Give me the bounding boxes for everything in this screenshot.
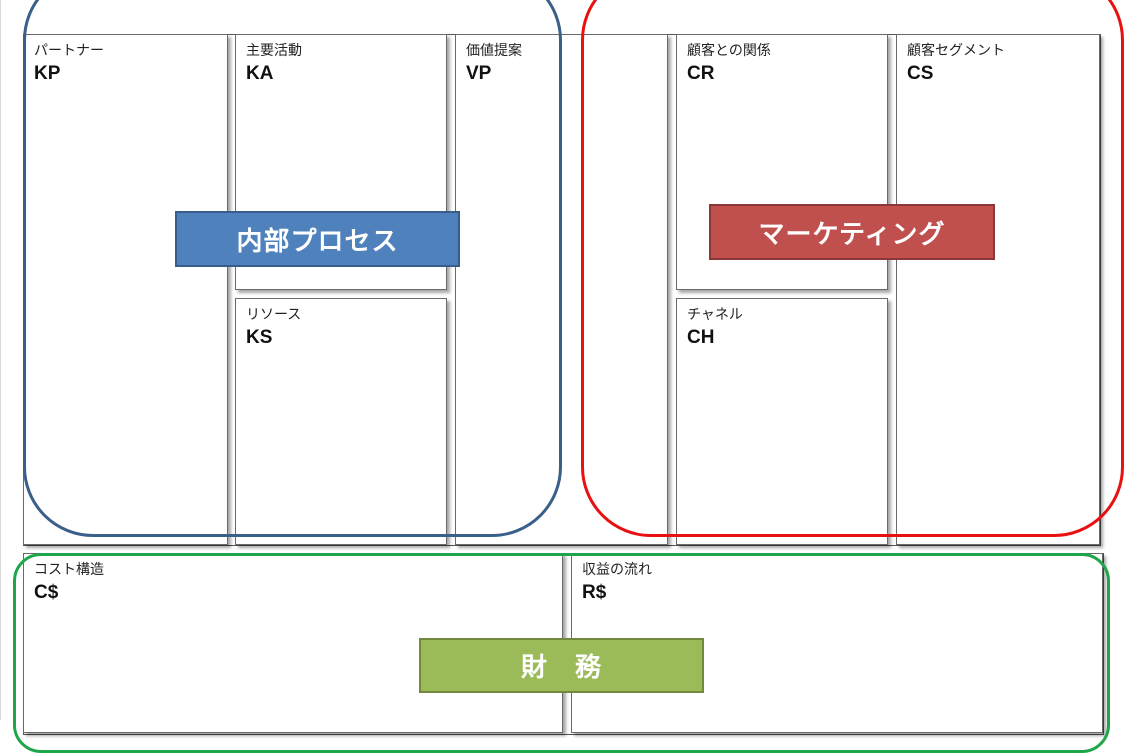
finance-label[interactable]: 財 務 (419, 638, 704, 693)
block-label: コスト構造 (34, 562, 104, 578)
block-label: パートナー (34, 43, 104, 59)
block-label: 顧客との関係 (687, 43, 771, 59)
page-left-rule (0, 0, 1, 720)
block-value-proposition[interactable]: 価値提案 VP (455, 34, 668, 545)
block-code: CS (907, 63, 934, 84)
block-code: KA (246, 63, 274, 84)
block-label: リソース (246, 307, 302, 323)
block-code: C$ (34, 582, 59, 603)
internal-process-label[interactable]: 内部プロセス (175, 211, 460, 267)
marketing-label[interactable]: マーケティング (709, 204, 995, 260)
block-label: 収益の流れ (582, 562, 652, 578)
block-label: チャネル (687, 307, 743, 323)
block-code: R$ (582, 582, 607, 603)
block-key-resources[interactable]: リソース KS (235, 298, 447, 545)
block-code: KP (34, 63, 61, 84)
block-channels[interactable]: チャネル CH (676, 298, 888, 545)
block-code: VP (466, 63, 492, 84)
block-customer-segments[interactable]: 顧客セグメント CS (896, 34, 1100, 545)
block-code: CH (687, 327, 715, 348)
block-label: 価値提案 (466, 43, 522, 59)
block-label: 主要活動 (246, 43, 302, 59)
block-partners[interactable]: パートナー KP (23, 34, 228, 545)
block-code: CR (687, 63, 715, 84)
block-code: KS (246, 327, 273, 348)
block-label: 顧客セグメント (907, 43, 1005, 59)
